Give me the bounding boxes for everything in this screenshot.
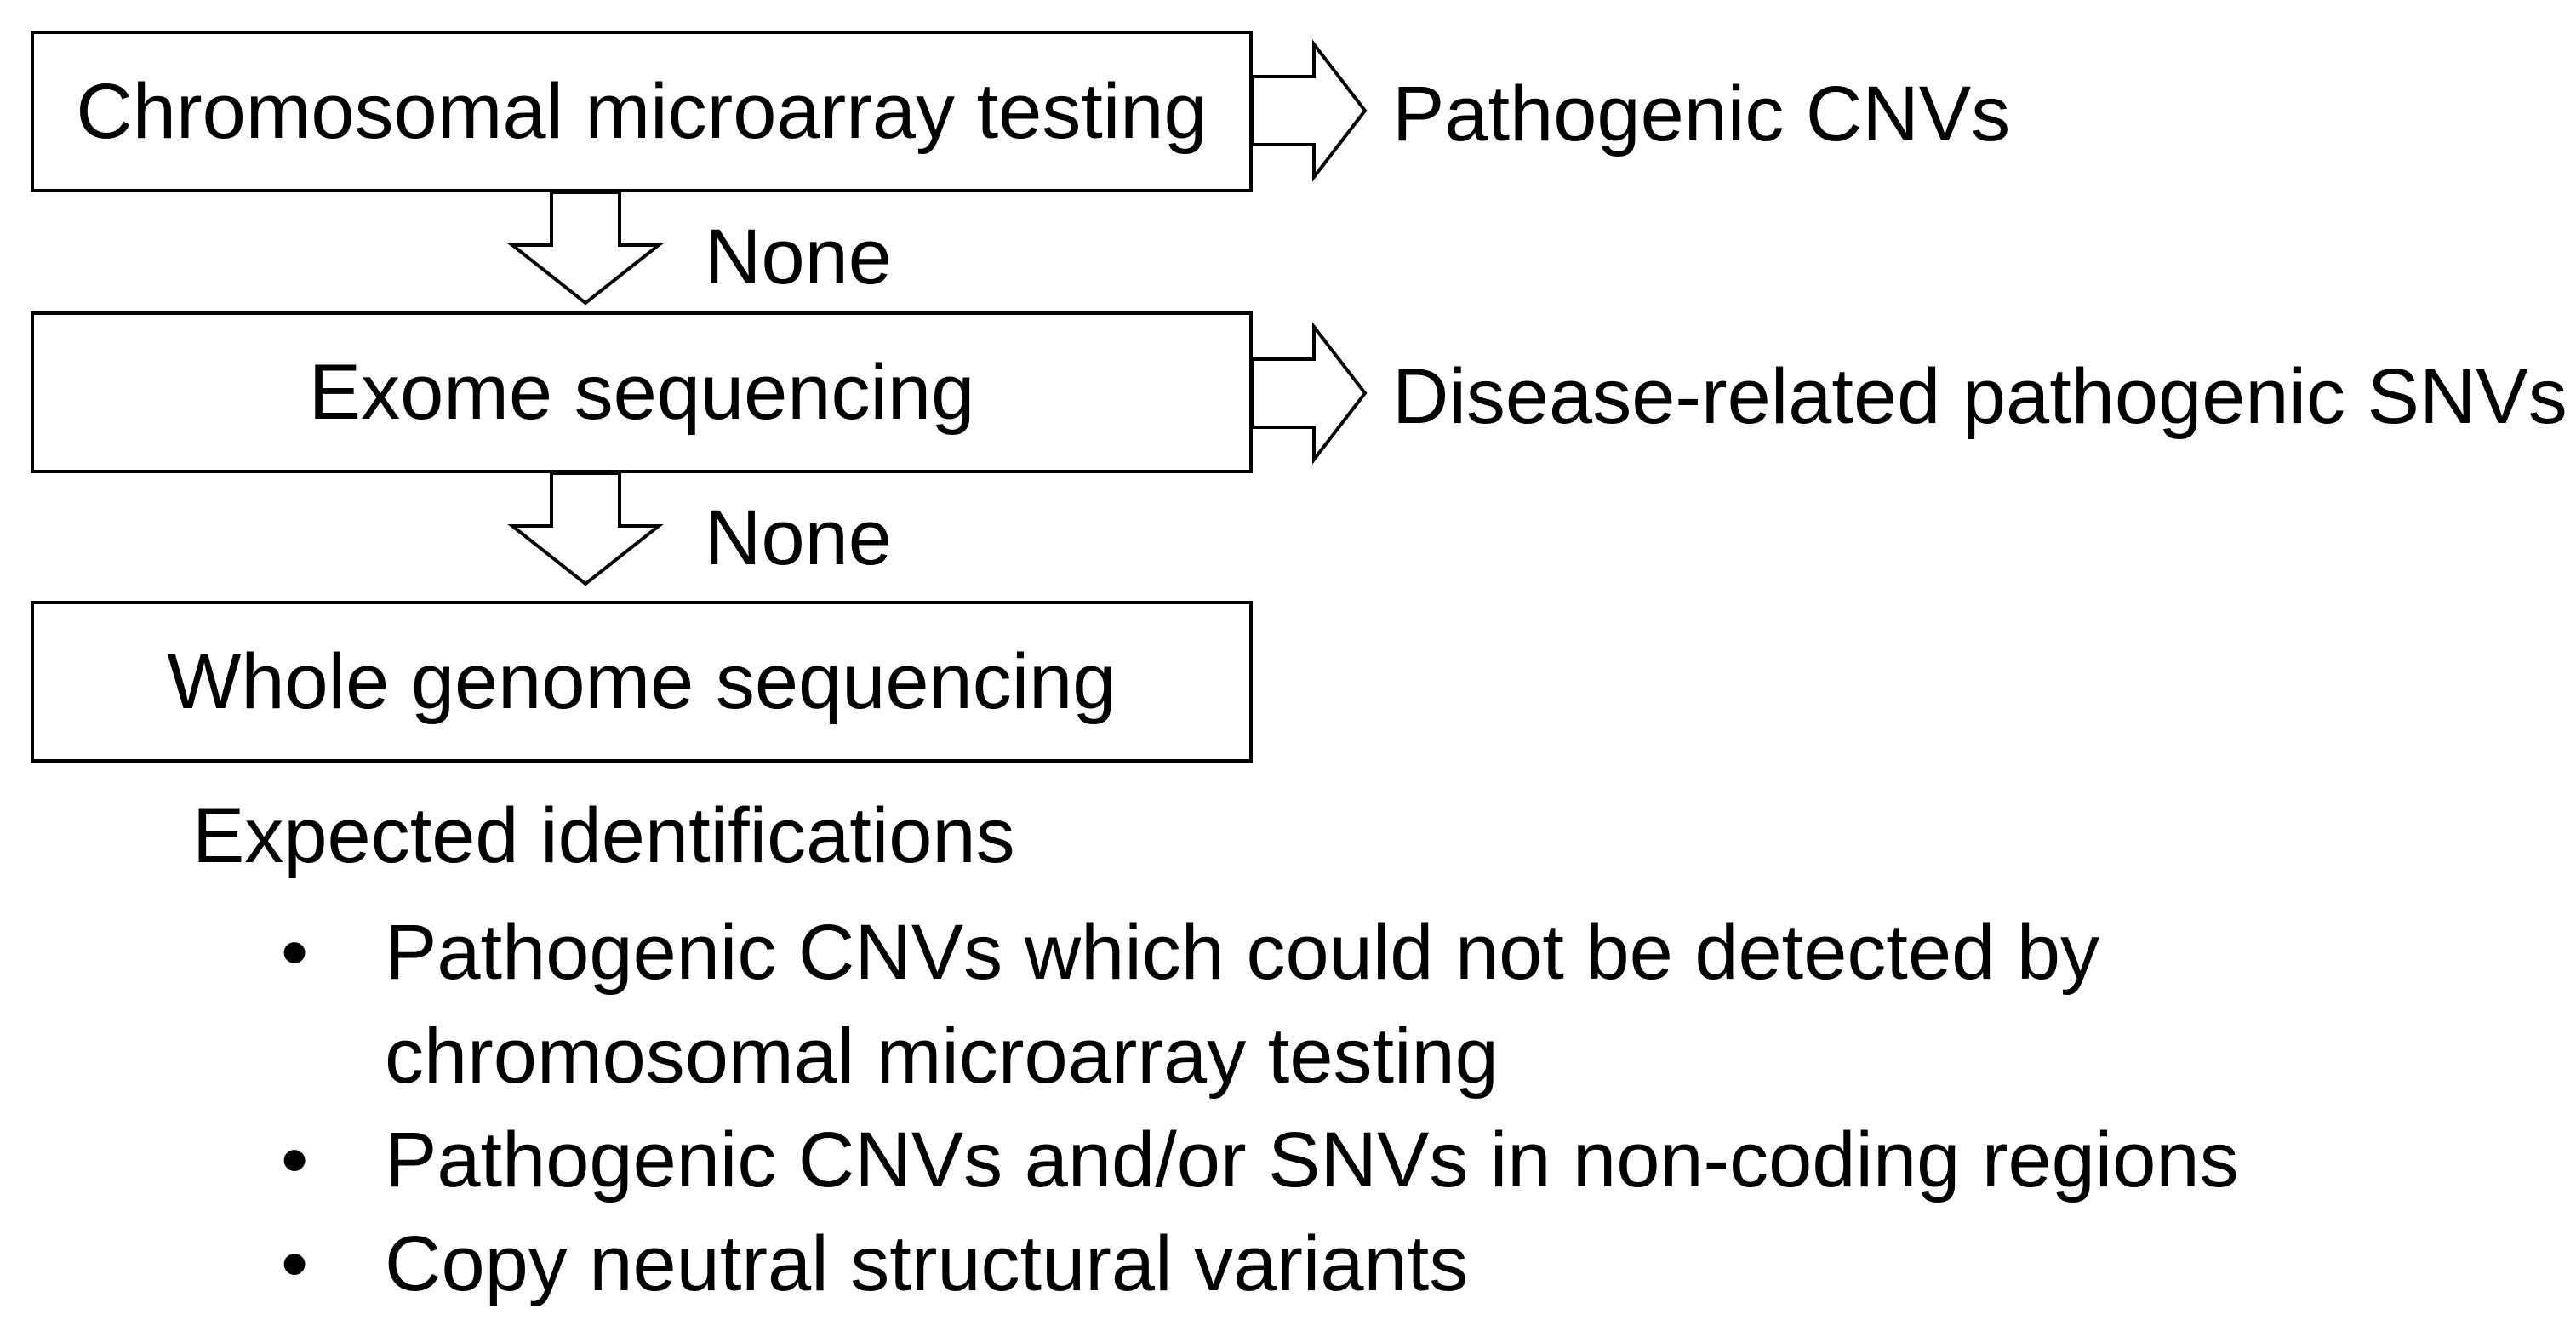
- transition-label-2: None: [705, 494, 892, 581]
- right-arrow-1: [1251, 39, 1368, 182]
- result-label-microarray: Pathogenic CNVs: [1392, 71, 2011, 157]
- list-item: • Copy neutral structural variants: [281, 1212, 2427, 1316]
- right-arrow-2: [1251, 322, 1368, 465]
- down-arrow-1: [507, 191, 664, 306]
- bullet-icon: •: [281, 1117, 309, 1203]
- list-item-text: Pathogenic CNVs and/or SNVs in non-codin…: [385, 1117, 2239, 1203]
- list-item-text: Pathogenic CNVs which could not be detec…: [385, 909, 2100, 1100]
- list-item: • Pathogenic CNVs which could not be det…: [281, 900, 2427, 1108]
- transition-label-1: None: [705, 214, 892, 300]
- step-box-microarray: Chromosomal microarray testing: [31, 31, 1253, 192]
- step-label-microarray: Chromosomal microarray testing: [76, 67, 1208, 155]
- bullet-icon: •: [281, 1220, 309, 1307]
- expected-identifications-title: Expected identifications: [192, 792, 1015, 879]
- bullet-icon: •: [281, 909, 309, 996]
- down-arrow-2: [507, 471, 664, 586]
- step-box-whole-genome: Whole genome sequencing: [31, 601, 1253, 763]
- list-item: • Pathogenic CNVs and/or SNVs in non-cod…: [281, 1108, 2427, 1212]
- expected-identifications-list: • Pathogenic CNVs which could not be det…: [281, 900, 2427, 1316]
- list-item-text: Copy neutral structural variants: [385, 1220, 1469, 1307]
- step-label-exome: Exome sequencing: [308, 348, 975, 436]
- step-box-exome: Exome sequencing: [31, 311, 1253, 473]
- step-label-whole-genome: Whole genome sequencing: [167, 637, 1117, 725]
- result-label-exome: Disease-related pathogenic SNVs: [1392, 353, 2567, 440]
